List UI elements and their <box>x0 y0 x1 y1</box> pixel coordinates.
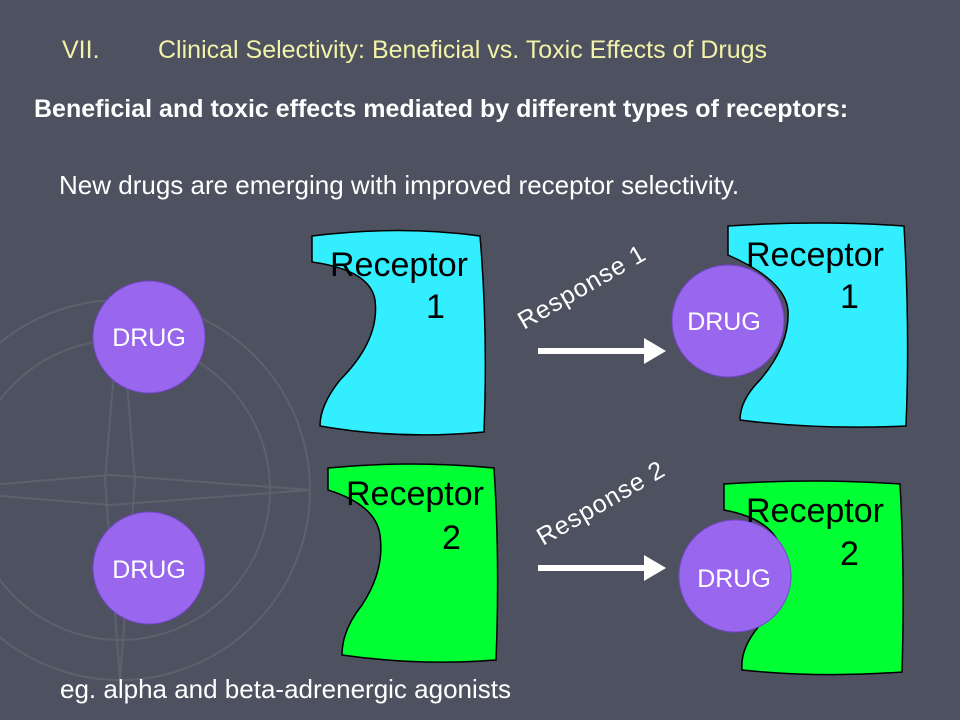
receptor-2-free: Receptor 2 <box>327 463 499 663</box>
drug-label: DRUG <box>687 308 761 336</box>
drug-circle <box>671 264 785 378</box>
drug-label: DRUG <box>112 556 186 584</box>
receptor-number: 1 <box>426 288 445 326</box>
receptor-1-free: Receptor 1 <box>311 229 487 436</box>
bound-complex-2: DRUG Receptor 2 <box>678 480 904 676</box>
slide-heading: Beneficial and toxic effects mediated by… <box>34 95 849 123</box>
receptor-number: 2 <box>442 519 461 557</box>
bound-complex-1: DRUG Receptor 1 <box>671 222 909 428</box>
response-label: Response 2 <box>532 455 670 551</box>
drug-circle <box>678 519 792 633</box>
title-text: Clinical Selectivity: Beneficial vs. Tox… <box>158 36 768 64</box>
subtext: New drugs are emerging with improved rec… <box>59 170 740 200</box>
receptor-number: 1 <box>840 278 859 316</box>
arrow-right-icon <box>538 338 666 364</box>
arrow-right-icon <box>538 555 666 581</box>
response-2: Response 2 <box>532 455 670 581</box>
receptor-word: Receptor <box>746 492 884 530</box>
free-drug-1: DRUG <box>92 280 206 394</box>
response-1: Response 1 <box>513 239 666 364</box>
receptor-number: 2 <box>840 535 859 573</box>
slide-title: VII. Clinical Selectivity: Beneficial vs.… <box>62 36 767 65</box>
title-number: VII. <box>62 36 100 64</box>
receptor-shape <box>311 229 487 436</box>
receptor-word: Receptor <box>330 246 468 284</box>
response-label: Response 1 <box>513 239 651 335</box>
drug-circle <box>92 511 206 625</box>
receptor-shape <box>727 222 909 428</box>
receptor-word: Receptor <box>346 475 484 513</box>
drug-label: DRUG <box>112 324 186 352</box>
drug-label: DRUG <box>697 565 771 593</box>
free-drug-2: DRUG <box>92 511 206 625</box>
receptor-word: Receptor <box>746 236 884 274</box>
receptor-shape <box>327 463 499 663</box>
drug-circle <box>92 280 206 394</box>
example-footer: eg. alpha and beta-adrenergic agonists <box>60 674 511 704</box>
